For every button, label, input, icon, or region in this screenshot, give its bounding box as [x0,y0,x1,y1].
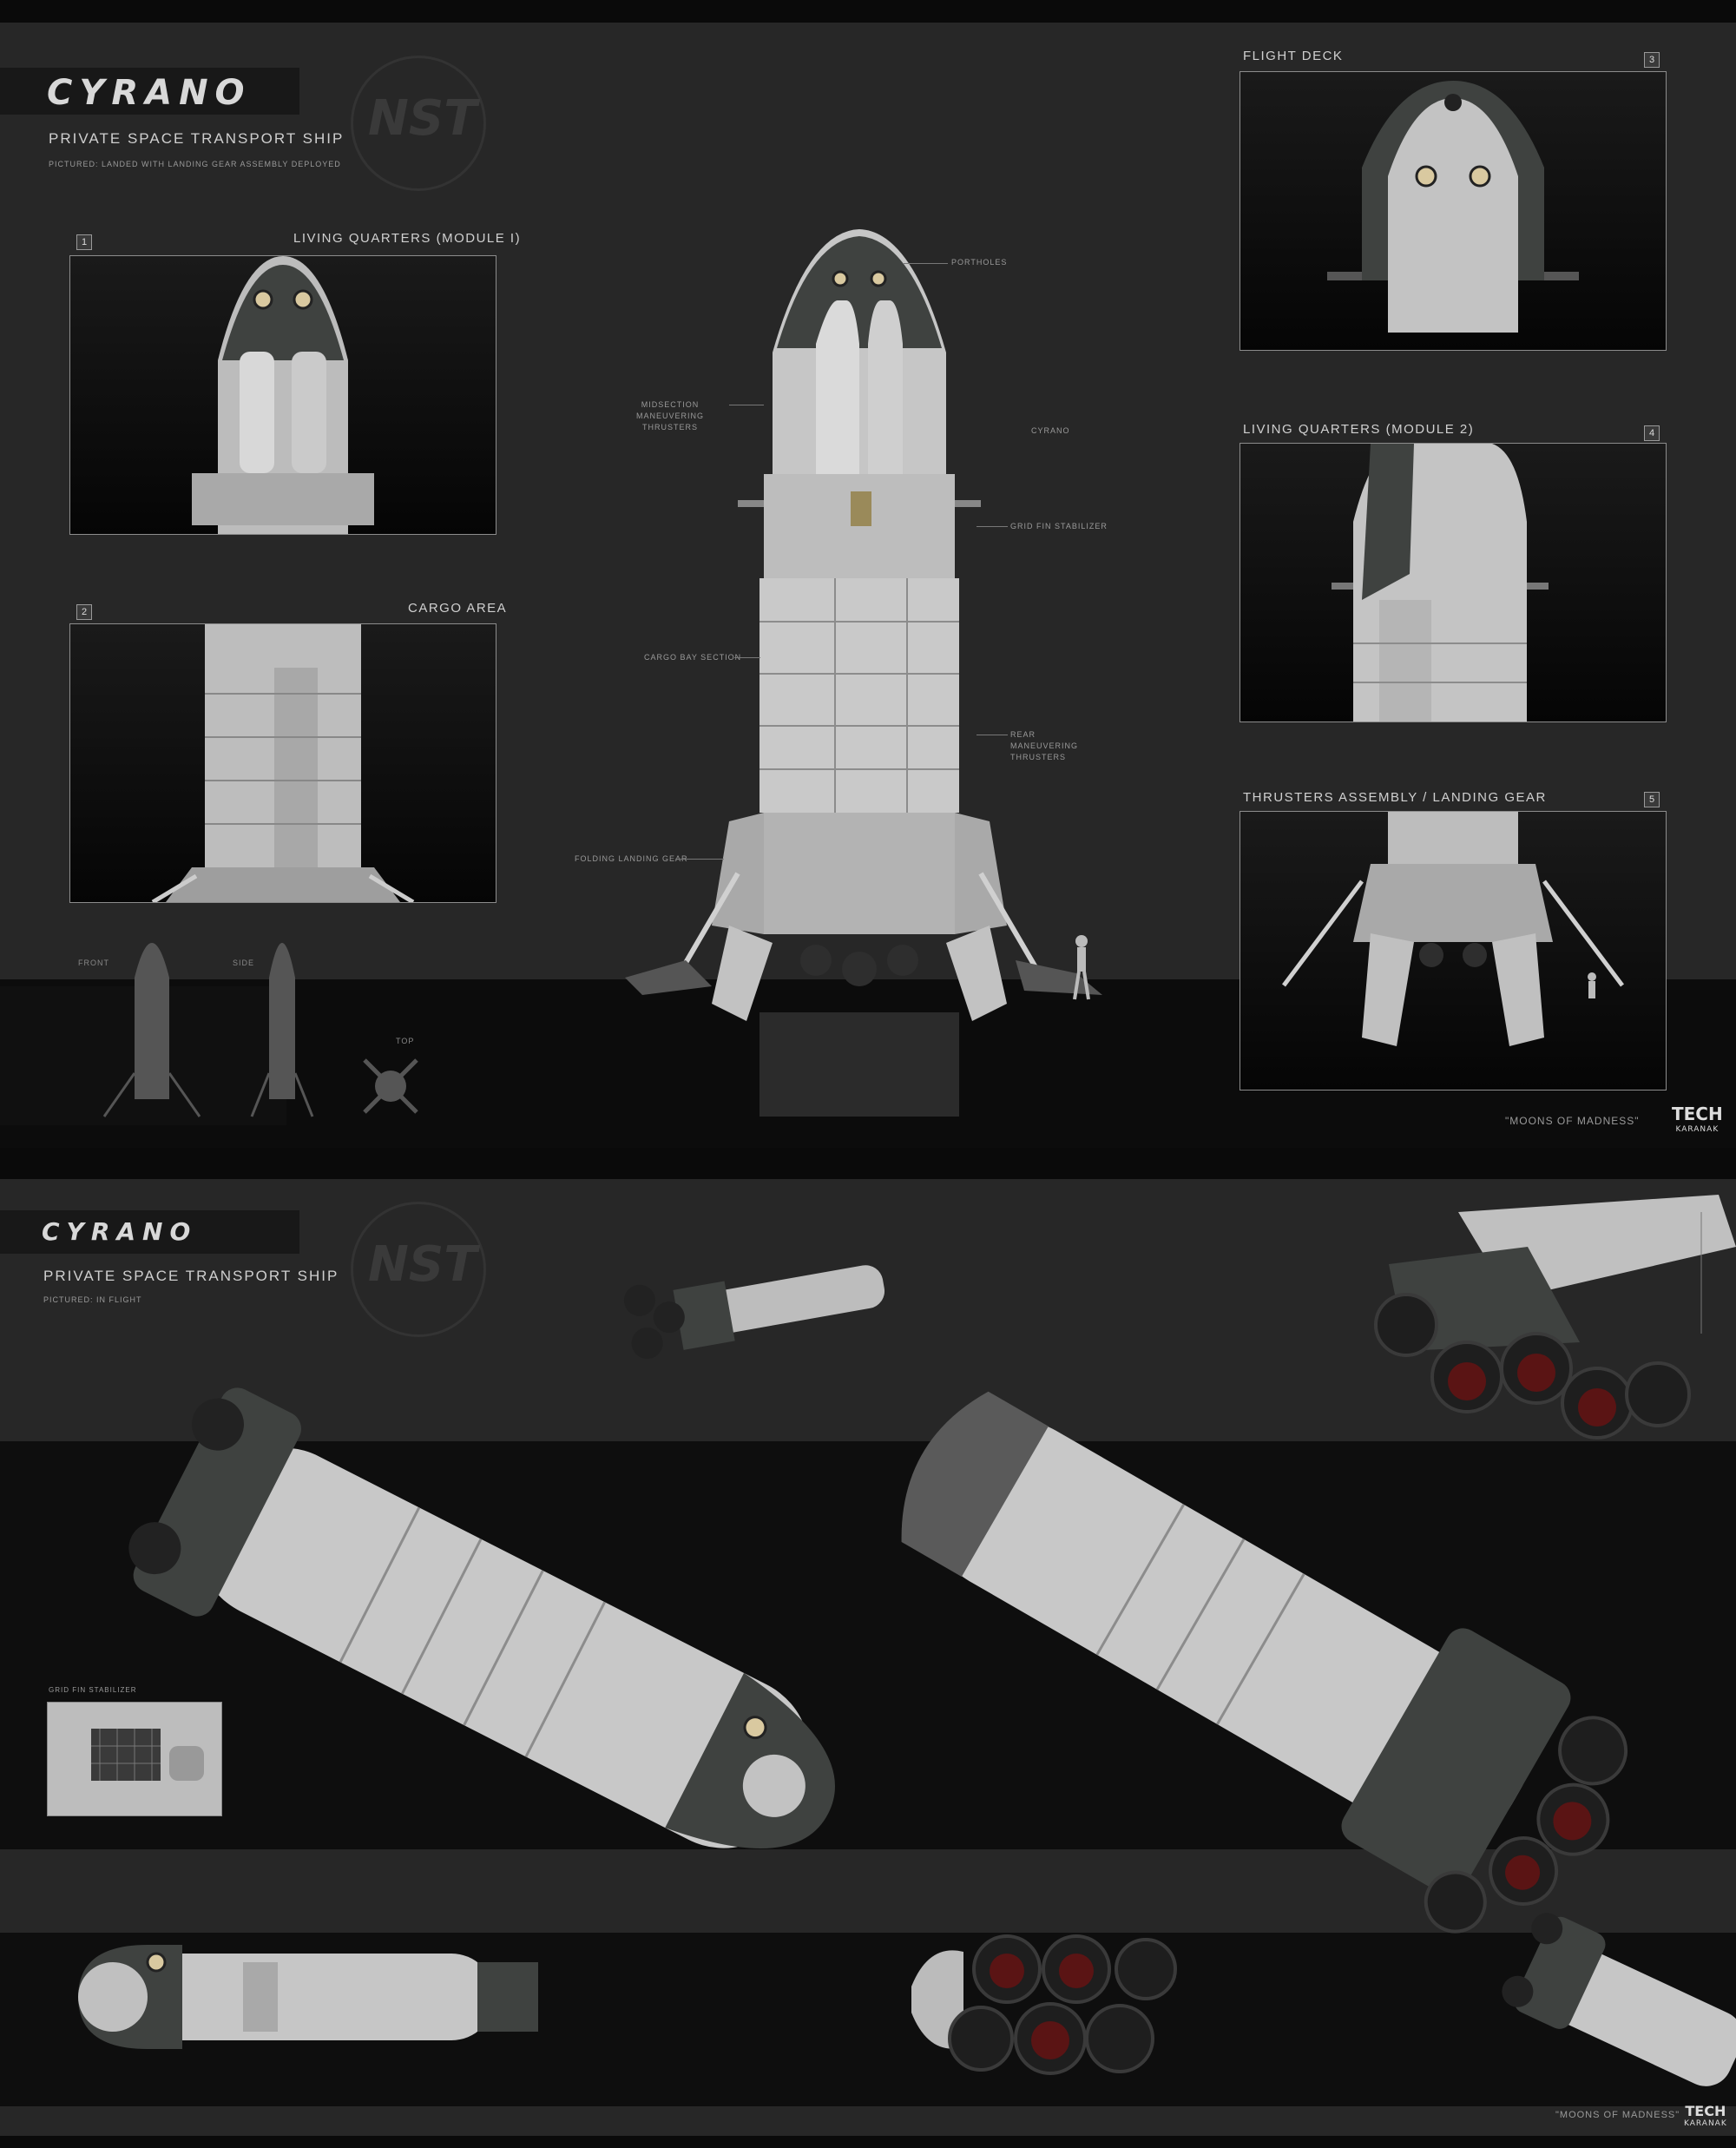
panel-number-4: 4 [1644,425,1660,441]
flight-deck-render [1327,81,1579,333]
subtitle: PRIVATE SPACE TRANSPORT SHIP [49,130,345,147]
nst-seal [351,1202,486,1337]
title-box [0,1210,299,1254]
panel-title-living-quarters-1: LIVING QUARTERS (MODULE I) [293,231,522,246]
moons-of-madness-quote: "MOONS OF MADNESS" [1505,1115,1640,1127]
panel-living-quarters-2 [1240,443,1667,722]
panel-number-2: 2 [76,604,92,620]
tech-logo-sub: KARANAK [1675,1125,1720,1134]
panel-title-thrusters: THRUSTERS ASSEMBLY / LANDING GEAR [1243,790,1547,805]
grid-fin-render [91,1729,204,1781]
tech-logo-sub: KARANAK [1684,2119,1727,2128]
callout-portholes: PORTHOLES [951,258,1008,267]
moons-of-madness-quote: "MOONS OF MADNESS" [1555,2110,1680,2120]
corner-flight-render [1502,1913,1736,2086]
callout-line [675,859,724,860]
nst-watermark: NST [368,1236,477,1293]
view-label-side: SIDE [233,959,255,967]
panel-number-5: 5 [1644,792,1660,807]
panel-flight-deck [1240,71,1667,351]
title-box [0,68,299,115]
panel-title-living-quarters-2: LIVING QUARTERS (MODULE 2) [1243,422,1475,437]
panel-thrusters-landing-gear [1240,811,1667,1090]
panel-number-3: 3 [1644,52,1660,68]
side-flight-render [78,1945,538,2049]
nst-seal [351,56,486,191]
thrusters-render [1282,812,1624,1046]
panel-cargo-area [69,623,496,903]
callout-line [976,526,1008,527]
cyrano-logo: CYRANO [42,1217,198,1246]
panel-title-flight-deck: FLIGHT DECK [1243,49,1344,63]
large-flight-render-front [128,1387,835,1848]
tech-logo-text: TECH [1685,2103,1726,2119]
callout-landing-gear: FOLDING LANDING GEAR [575,854,688,863]
hull-logo-text: CYRANO [1031,426,1070,435]
tech-logo-text: TECH [1672,1104,1723,1124]
view-label-front: FRONT [78,959,109,967]
cargo-area-render [151,624,415,902]
rear-thrusters-render [911,1934,1177,2075]
callout-grid-fin: GRID FIN STABILIZER [1010,522,1108,530]
grid-fin-label: GRID FIN STABILIZER [49,1686,137,1694]
subtitle: PRIVATE SPACE TRANSPORT SHIP [43,1268,339,1284]
sheet-landed: CYRANO PRIVATE SPACE TRANSPORT SHIP PICT… [0,23,1736,1148]
callout-midsection-thrusters: MIDSECTION MANEUVERING THRUSTERS [635,400,704,432]
callout-rear-thrusters: REAR MANEUVERING THRUSTERS [1010,730,1079,761]
tech-logo: TECH KARANAK [1684,2105,1727,2131]
cyrano-logo: CYRANO [47,73,252,113]
callout-line [903,263,948,264]
panel-title-cargo-area: CARGO AREA [408,601,508,616]
large-flight-render-rear [901,1391,1628,1934]
callout-cargo-bay: CARGO BAY SECTION [644,653,742,662]
small-flight-render [623,1265,885,1360]
caption: PICTURED: LANDED WITH LANDING GEAR ASSEM… [49,160,341,168]
thrusters-closeup-render [1374,1195,1736,1440]
panel-number-1: 1 [76,234,92,250]
view-label-top: TOP [396,1037,415,1045]
main-ship-render [625,229,1102,1117]
callout-line [734,657,760,658]
tech-logo: TECH KARANAK [1672,1104,1723,1137]
caption: PICTURED: IN FLIGHT [43,1295,142,1304]
orthographic-views [102,943,418,1117]
living-quarters-2-render [1332,444,1549,721]
sheet-in-flight: CYRANO PRIVATE SPACE TRANSPORT SHIP PICT… [0,1179,1736,2136]
panel-living-quarters-1 [69,255,496,535]
nst-watermark: NST [368,90,477,147]
grid-fin-inset [47,1702,222,1816]
living-quarters-render [192,256,374,534]
